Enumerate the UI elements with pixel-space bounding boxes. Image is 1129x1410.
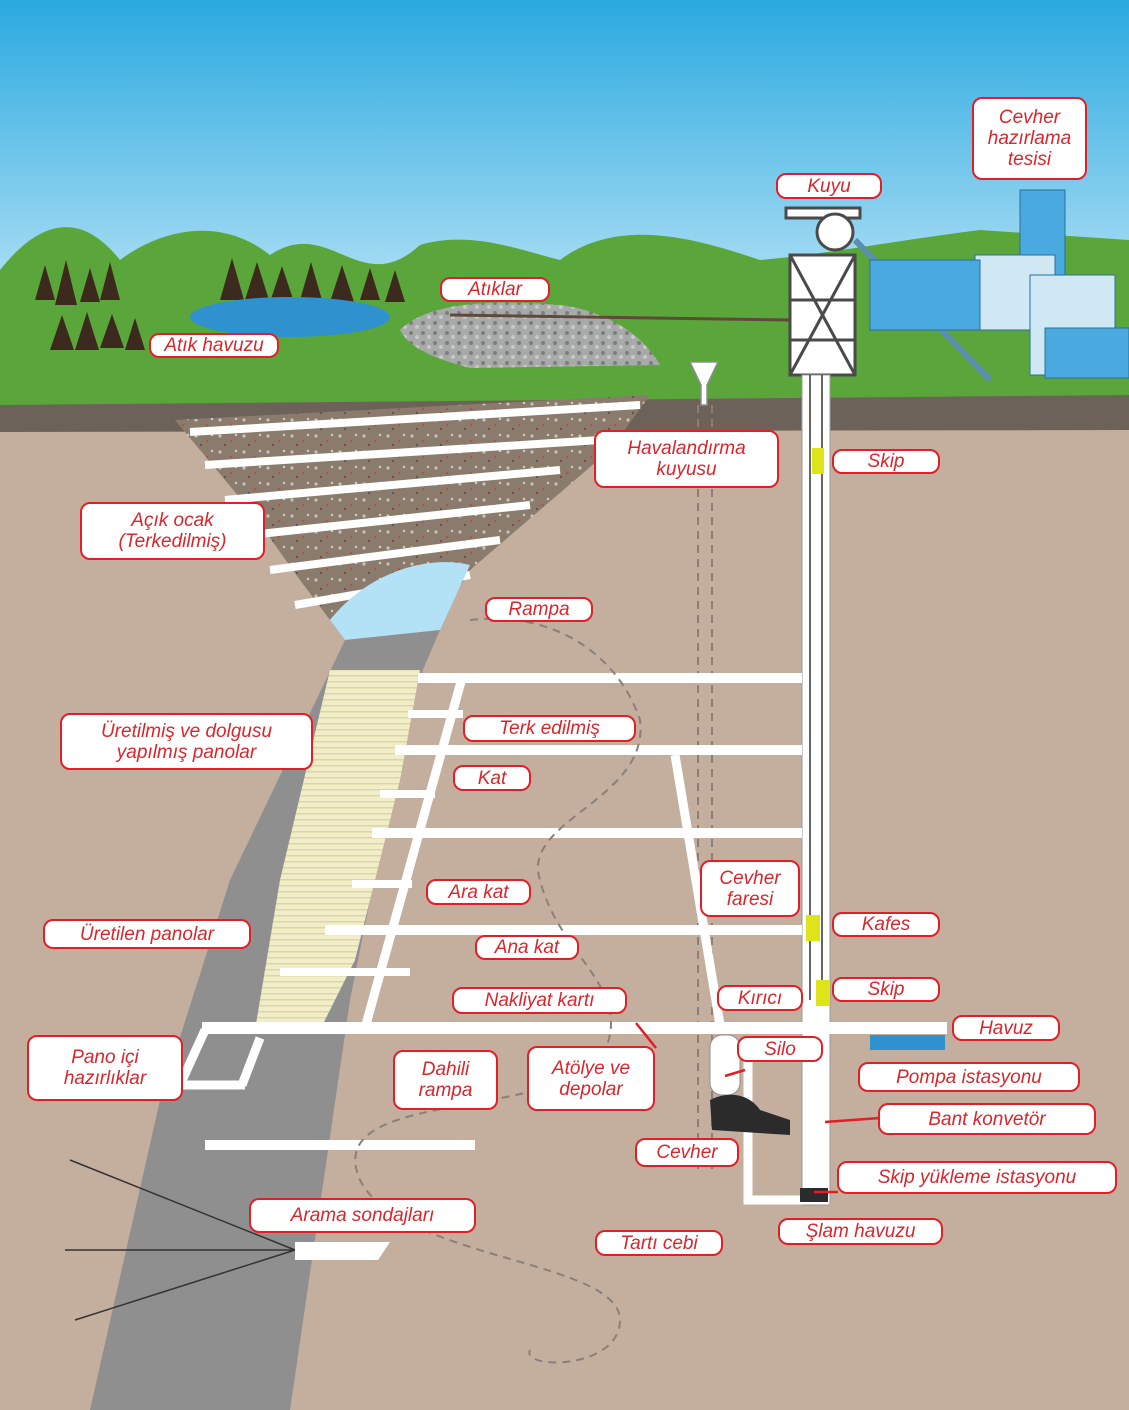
skip-top-cage xyxy=(812,448,824,474)
label-dahili-rampa: Dahili rampa xyxy=(393,1050,498,1110)
ore-heap xyxy=(710,1094,790,1135)
pit-lake xyxy=(330,562,470,640)
label-uretilmis-dolgulu-panolar: Üretilmiş ve dolgusu yapılmış panolar xyxy=(60,713,313,770)
tailings-pile xyxy=(400,302,660,368)
label-atik-havuzu: Atık havuzu xyxy=(149,333,279,358)
ventilation-funnel xyxy=(688,361,720,406)
label-havalandirma-kuyusu: Havalandırma kuyusu xyxy=(594,430,779,488)
label-cevher-faresi: Cevher faresi xyxy=(700,860,800,917)
processing-plant xyxy=(869,189,1129,379)
label-skip-top: Skip xyxy=(832,449,940,474)
label-uretilen-panolar: Üretilen panolar xyxy=(43,919,251,949)
label-silo: Silo xyxy=(737,1036,823,1062)
label-pano-ici-hazirliklar: Pano içi hazırlıklar xyxy=(27,1035,183,1101)
label-kafes: Kafes xyxy=(832,912,940,937)
silo xyxy=(709,1034,741,1096)
sump xyxy=(870,1035,945,1050)
label-atiklar: Atıklar xyxy=(440,277,550,302)
label-skip-yukleme-istasyonu: Skip yükleme istasyonu xyxy=(837,1161,1117,1194)
tailings-pond xyxy=(190,297,390,337)
label-atolye-ve-depolar: Atölye ve depolar xyxy=(527,1046,655,1111)
label-kat: Kat xyxy=(453,765,531,791)
skip-middle-cage xyxy=(816,980,830,1006)
label-cevher-hazirlama-tesisi: Cevher hazırlama tesisi xyxy=(972,97,1087,180)
cage xyxy=(806,915,820,941)
label-rampa: Rampa xyxy=(485,597,593,622)
ramp-dashed-path xyxy=(354,617,642,1364)
label-ana-kat: Ana kat xyxy=(475,935,579,960)
label-terk-edilmis: Terk edilmiş xyxy=(463,715,636,742)
label-kirici: Kırıcı xyxy=(717,985,803,1011)
label-pompa-istasyonu: Pompa istasyonu xyxy=(858,1062,1080,1092)
label-skip-middle: Skip xyxy=(832,977,940,1002)
open-pit-benches xyxy=(189,401,641,609)
pointer-arrows xyxy=(635,1022,881,1194)
tree-groups xyxy=(35,258,405,350)
label-arama-sondajlari: Arama sondajları xyxy=(249,1198,476,1233)
pipeline xyxy=(449,313,791,322)
label-kuyu: Kuyu xyxy=(776,173,882,199)
sludge-pond xyxy=(800,1188,828,1202)
label-cevher: Cevher xyxy=(635,1138,739,1167)
label-slam-havuzu: Şlam havuzu xyxy=(778,1218,943,1245)
label-bant-konvetor: Bant konvetör xyxy=(878,1103,1096,1135)
label-havuz: Havuz xyxy=(952,1015,1060,1041)
main-shaft xyxy=(801,374,831,1206)
mined-backfilled-stopes xyxy=(255,670,420,1030)
label-acik-ocak: Açık ocak (Terkedilmiş) xyxy=(80,502,265,560)
label-nakliyat-karti: Nakliyat kartı xyxy=(452,987,627,1014)
label-tarti-cebi: Tartı cebi xyxy=(595,1230,723,1256)
levels xyxy=(202,673,947,1150)
exploration-drift xyxy=(295,1242,390,1260)
label-ara-kat: Ara kat xyxy=(426,879,531,905)
exploration-drill-lines xyxy=(65,1159,296,1321)
internal-ramps xyxy=(173,676,805,1205)
